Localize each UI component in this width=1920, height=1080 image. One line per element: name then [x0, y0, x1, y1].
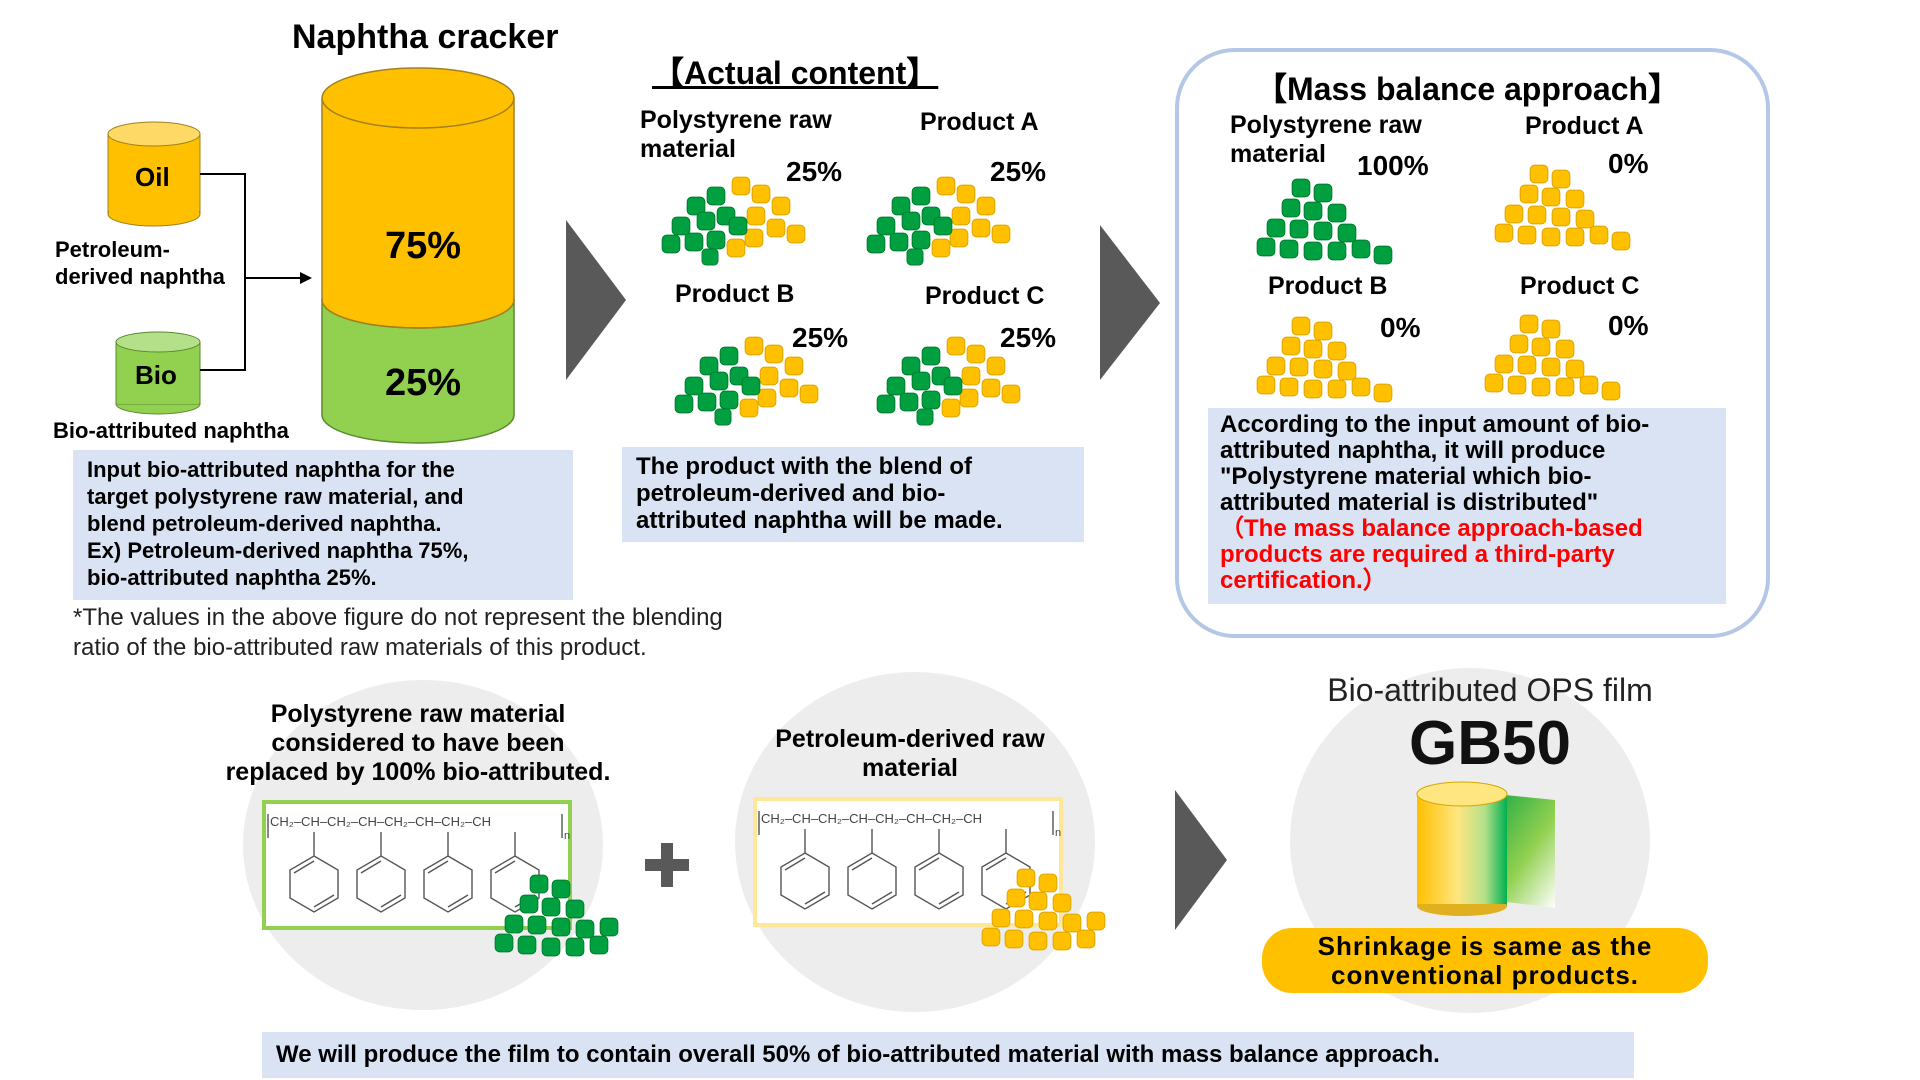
pellets-green-bottom — [494, 874, 619, 957]
mass-balance-title: 【Mass balance approach】 — [1255, 71, 1681, 107]
petro-formula: CH₂–CH–CH₂–CH–CH₂–CH–CH₂–CH — [761, 811, 983, 826]
mb-ps-pct: 100% — [1357, 150, 1429, 181]
pct-petroleum: 75% — [385, 225, 462, 267]
pellets-yellow-c — [1484, 314, 1621, 401]
cracker-cylinder — [321, 67, 515, 444]
feed-connector — [200, 173, 312, 371]
mass-balance-description: According to the input amount of bio- at… — [1208, 408, 1726, 604]
actual-c-label: Product C — [925, 282, 1045, 310]
pellets-yellow-b — [1256, 316, 1393, 403]
cracker-title: Naphtha cracker — [292, 18, 559, 56]
ps-formula: CH₂–CH–CH₂–CH–CH₂–CH–CH₂–CH — [270, 814, 492, 829]
petro-subscript: n — [1055, 827, 1062, 839]
ps-structure-box: CH₂–CH–CH₂–CH–CH₂–CH–CH₂–CH n — [262, 800, 572, 930]
actual-c-pct: 25% — [1000, 322, 1057, 353]
plus-icon — [645, 843, 689, 887]
oil-tank — [107, 121, 201, 227]
pellets-green-ps — [1256, 178, 1393, 265]
pct-bio: 25% — [385, 362, 462, 404]
petroleum-naphtha-label: Petroleum- derived naphtha — [55, 237, 225, 289]
pellets-mixed-a — [866, 176, 1011, 266]
film-roll-icon — [1416, 781, 1555, 916]
mb-b-pct: 0% — [1380, 312, 1421, 343]
actual-a-pct: 25% — [990, 156, 1047, 187]
film-title: Bio-attributed OPS film — [1327, 672, 1653, 708]
product-name: GB50 — [1409, 709, 1571, 778]
actual-b-pct: 25% — [792, 322, 849, 353]
mb-a-label: Product A — [1525, 112, 1644, 140]
bio-naphtha-label: Bio-attributed naphtha — [53, 418, 289, 443]
actual-a-label: Product A — [920, 108, 1039, 136]
mb-c-pct: 0% — [1608, 310, 1649, 341]
ps-text: Polystyrene raw material considered to h… — [225, 700, 611, 786]
mb-a-pct: 0% — [1608, 148, 1649, 179]
shrinkage-badge: Shrinkage is same as the conventional pr… — [1262, 928, 1708, 993]
ps-subscript: n — [564, 830, 571, 842]
mb-b-label: Product B — [1268, 272, 1388, 300]
actual-ps-pct: 25% — [786, 156, 843, 187]
mass-balance-panel — [1175, 48, 1770, 638]
conclusion-banner: We will produce the film to contain over… — [262, 1032, 1634, 1078]
mb-c-label: Product C — [1520, 272, 1640, 300]
bio-tank — [115, 331, 201, 415]
pellets-yellow-a — [1494, 164, 1631, 251]
actual-description: The product with the blend of petroleum-… — [622, 447, 1084, 542]
certification-note: （The mass balance approach-based product… — [1220, 515, 1643, 594]
pellets-yellow-bottom — [981, 868, 1106, 951]
benzene-rings — [267, 814, 563, 913]
oil-label: Oil — [135, 162, 170, 192]
arrow-right-icon-3 — [1175, 790, 1227, 930]
pellets-mixed-ps — [661, 176, 806, 266]
arrow-right-icon — [566, 220, 626, 380]
footnote: *The values in the above figure do not r… — [73, 604, 723, 661]
pellets-mixed-b — [674, 336, 819, 426]
actual-title: 【Actual content】 — [652, 55, 939, 91]
actual-b-label: Product B — [675, 280, 795, 308]
arrow-right-icon-2 — [1100, 225, 1160, 380]
pellets-mixed-c — [876, 336, 1021, 426]
cracker-description: Input bio-attributed naphtha for the tar… — [73, 450, 573, 600]
petro-text: Petroleum-derived raw material — [775, 725, 1045, 782]
bio-label: Bio — [135, 360, 177, 390]
